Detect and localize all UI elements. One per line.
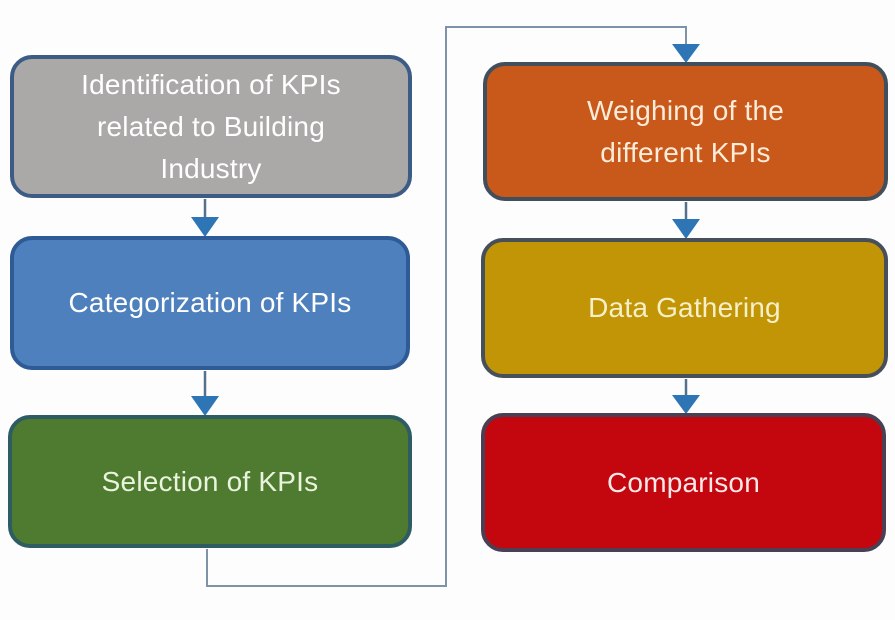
flow-node-label: Weighing of the different KPIs (586, 94, 785, 168)
flow-node-selection: Selection of KPIs (8, 415, 412, 548)
flow-node-categorization: Categorization of KPIs (10, 236, 410, 370)
arrowhead-into-selection (191, 396, 219, 416)
flow-node-label: Comparison (607, 466, 760, 498)
arrowhead-into-weighing (672, 44, 700, 63)
flow-node-label: Data Gathering (588, 292, 781, 323)
flow-node-label: Identification of KPIs related to Buildi… (81, 68, 341, 184)
arrowhead-into-categorization (191, 217, 219, 237)
flow-node-identification: Identification of KPIs related to Buildi… (10, 55, 412, 198)
arrowhead-into-comparison (672, 395, 700, 414)
flow-node-label: Categorization of KPIs (68, 287, 352, 318)
flow-node-label: Selection of KPIs (101, 465, 319, 497)
flow-node-weighing: Weighing of the different KPIs (483, 62, 888, 201)
arrowhead-into-data-gathering (672, 219, 700, 239)
flow-node-data-gathering: Data Gathering (481, 238, 888, 378)
flow-node-comparison: Comparison (481, 413, 886, 552)
